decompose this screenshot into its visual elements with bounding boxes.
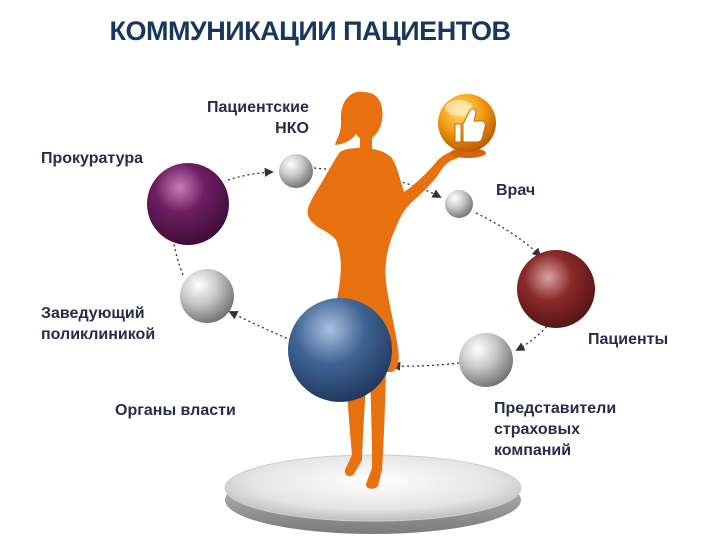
sphere-prosecutor: [147, 163, 229, 245]
arrow-prosecutor-to-ngo: [227, 167, 274, 181]
label-doctor: Врач: [496, 182, 536, 199]
label-insurance-line1: Представители: [494, 400, 617, 417]
arrow-insurance-to-authorities: [391, 361, 460, 371]
label-patients: Пациенты: [588, 331, 669, 348]
label-authorities: Органы власти: [115, 402, 236, 419]
label-patient-ngo: Пациентские НКО: [207, 97, 309, 139]
label-clinic-head-line2: поликлиникой: [41, 326, 156, 343]
pedestal-platform: [224, 454, 522, 534]
woman-silhouette: [307, 91, 462, 489]
label-insurance: Представители страховых компаний: [494, 398, 616, 461]
page-title: КОММУНИКАЦИИ ПАЦИЕНТОВ: [109, 16, 511, 46]
label-clinic-head: Заведующий поликлиникой: [41, 303, 155, 345]
thumbs-up-orb: [438, 94, 496, 158]
sphere-patient-ngo: [279, 154, 313, 188]
sphere-insurance: [459, 333, 513, 387]
sphere-doctor: [445, 190, 473, 218]
thumbs-up-icon: [454, 108, 486, 143]
label-patient-ngo-line2: НКО: [275, 120, 309, 137]
arrow-authorities-to-clinic: [228, 311, 297, 343]
sphere-clinic-head: [180, 269, 234, 323]
label-prosecutor: Прокуратура: [41, 150, 144, 167]
sphere-authorities: [288, 298, 392, 402]
label-clinic-head-line1: Заведующий: [41, 305, 145, 322]
arrow-clinic-to-prosecutor: [167, 223, 184, 276]
label-insurance-line3: компаний: [494, 442, 572, 459]
sphere-patients: [517, 250, 595, 328]
label-patient-ngo-line1: Пациентские: [207, 99, 309, 116]
label-insurance-line2: страховых: [494, 421, 581, 438]
arrow-doctor-to-patients: [475, 212, 542, 258]
arrow-patients-to-insurance: [515, 322, 551, 351]
